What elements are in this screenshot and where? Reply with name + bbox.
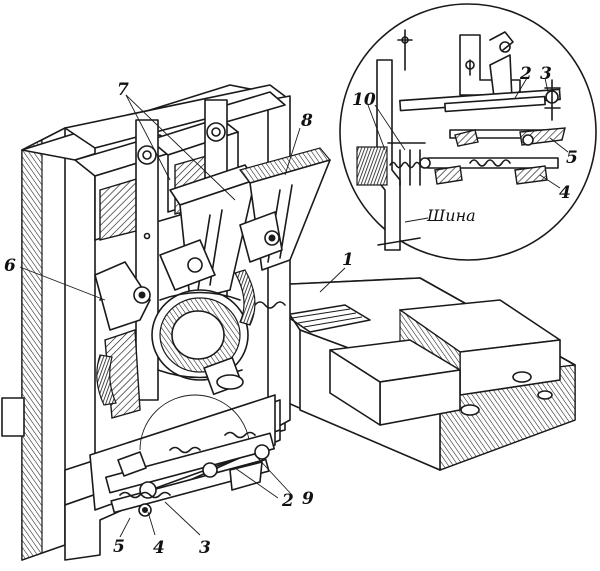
label-1: 1	[342, 250, 354, 270]
label-4-bottom: 4	[153, 538, 165, 558]
label-7: 7	[117, 80, 129, 100]
label-bus: Шина	[427, 206, 476, 225]
label-10: 10	[352, 90, 376, 110]
label-6: 6	[4, 256, 16, 276]
release-mechanism	[105, 394, 293, 538]
label-2-detail: 2	[520, 64, 532, 84]
label-5-detail: 5	[566, 148, 578, 168]
label-5-bottom: 5	[113, 537, 125, 557]
label-8: 8	[301, 111, 313, 131]
leader-lines	[19, 94, 346, 301]
label-3-bottom: 3	[199, 538, 211, 558]
electromagnet	[99, 289, 286, 396]
label-9: 9	[302, 489, 314, 509]
label-2-bottom: 2	[282, 491, 294, 511]
base-plate	[269, 277, 576, 471]
contact-levers	[94, 211, 283, 419]
label-4-detail: 4	[559, 183, 571, 203]
label-3-detail: 3	[540, 64, 552, 84]
detail-view	[339, 3, 597, 261]
